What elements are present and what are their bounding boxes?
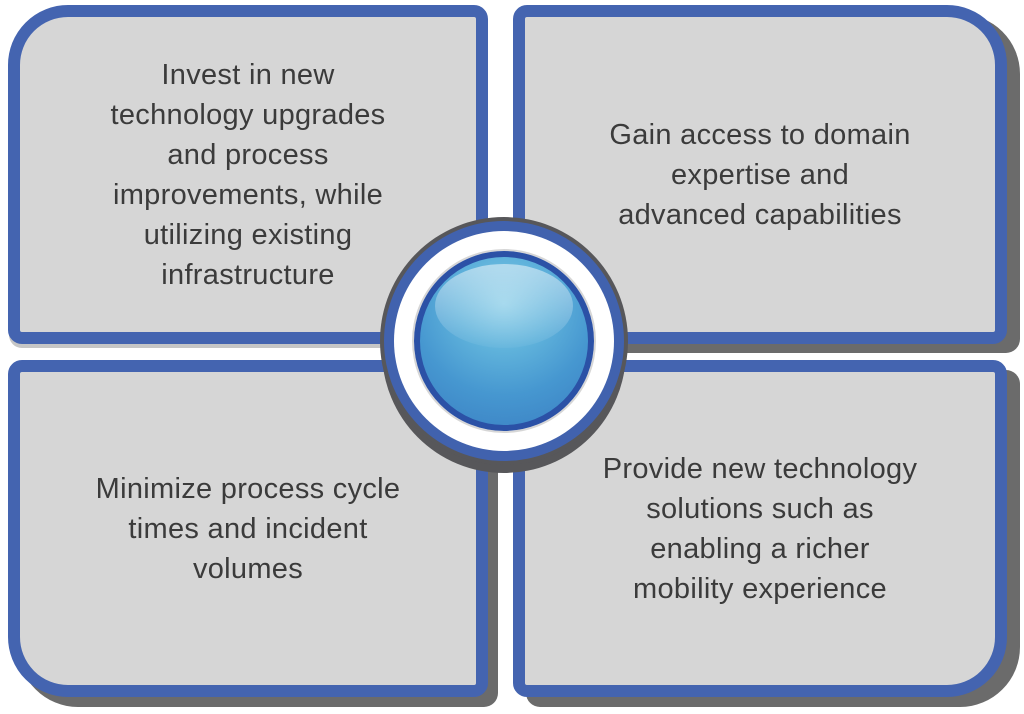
quadrant-top-left: Invest in new technology upgrades and pr… (8, 5, 488, 344)
quadrant-bottom-left-text: Minimize process cycle times and inciden… (95, 472, 401, 585)
sphere-highlight (435, 263, 573, 348)
center-hub-white-ring (394, 231, 614, 451)
glossy-blue-sphere-icon (414, 251, 594, 431)
quadrant-top-right-text: Gain access to domain expertise and adva… (609, 118, 911, 231)
quadrant-top-left-text: Invest in new technology upgrades and pr… (110, 58, 386, 291)
quadrant-bottom-right-text: Provide new technology solutions such as… (602, 452, 918, 605)
center-hub-outer-ring (384, 221, 624, 461)
